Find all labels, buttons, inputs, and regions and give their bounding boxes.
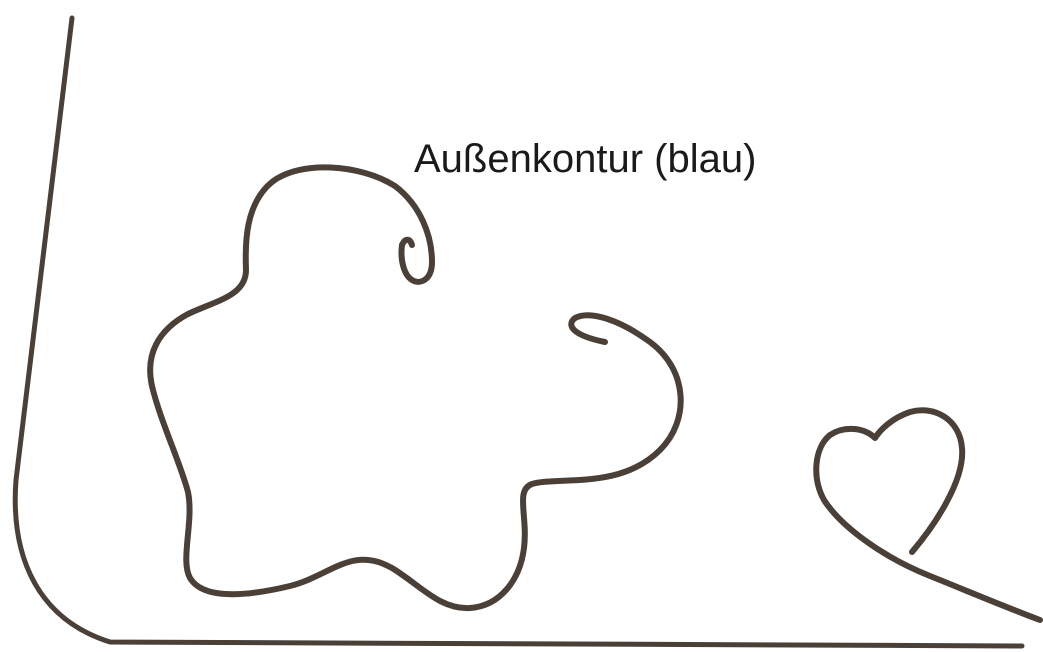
frame-wire xyxy=(12,15,1025,649)
flower-hook xyxy=(399,236,415,248)
flower-contour xyxy=(147,164,684,612)
heart-contour xyxy=(813,407,1043,623)
outer-contour-label: Außenkontur (blau) xyxy=(414,137,757,181)
